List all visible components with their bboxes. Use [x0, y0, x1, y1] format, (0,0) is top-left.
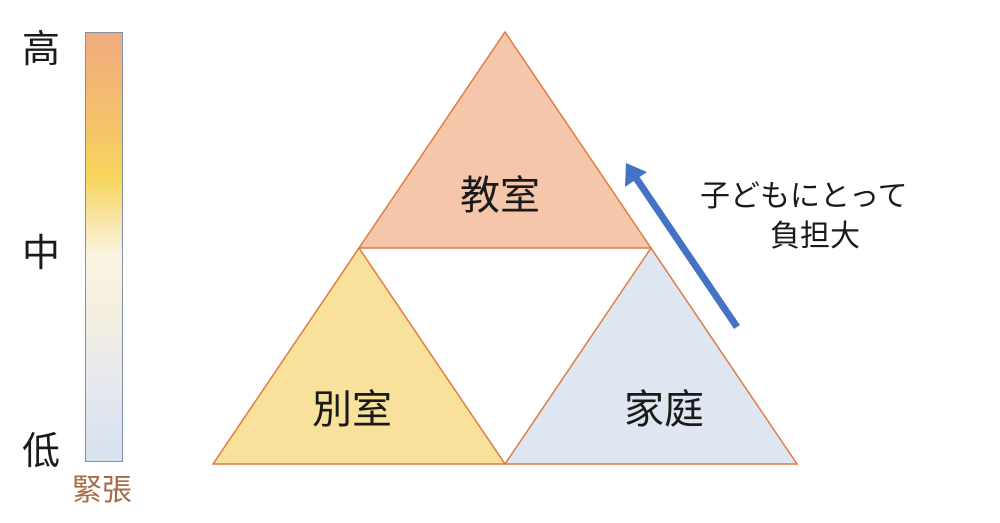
tension-caption: 緊張	[72, 473, 132, 508]
label-home: 家庭	[624, 387, 704, 433]
scale-label-mid: 中	[22, 231, 61, 275]
tension-gradient-bar	[85, 32, 123, 462]
burden-arrow	[633, 176, 740, 329]
burden-arrowhead	[625, 163, 647, 187]
label-separate-room: 別室	[312, 387, 392, 433]
triangle-classroom	[357, 30, 653, 249]
scale-label-high: 高	[22, 27, 61, 71]
triangle-home	[503, 246, 799, 465]
triangle-separate-room	[211, 246, 507, 465]
label-classroom: 教室	[460, 173, 540, 219]
scale-label-low: 低	[22, 429, 61, 473]
burden-annotation-line1: 子どもにとって	[700, 179, 908, 214]
burden-annotation-line2: 負担大	[770, 219, 860, 254]
